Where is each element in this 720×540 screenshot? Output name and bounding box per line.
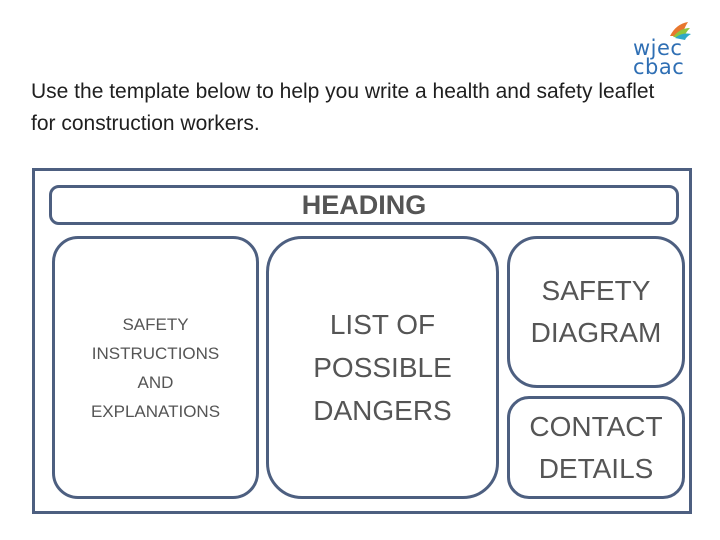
- safety-diagram-label: SAFETY DIAGRAM: [530, 275, 662, 348]
- safety-instructions-label: SAFETY INSTRUCTIONS AND EXPLANATIONS: [90, 314, 221, 421]
- heading-label: HEADING: [301, 189, 427, 220]
- logo-text-wjec: wjec: [633, 36, 683, 60]
- heading-box: HEADING: [49, 185, 679, 225]
- possible-dangers-box: LIST OF POSSIBLE DANGERS: [266, 236, 499, 499]
- logo-text-cbac: cbac: [633, 55, 685, 79]
- instruction-text: Use the template below to help you write…: [31, 80, 655, 135]
- possible-dangers-label: LIST OF POSSIBLE DANGERS: [313, 309, 452, 426]
- book-logo-icon: [670, 22, 691, 40]
- safety-diagram-box: SAFETY DIAGRAM: [507, 236, 685, 388]
- wjec-logo: [630, 16, 692, 78]
- safety-instructions-box: SAFETY INSTRUCTIONS AND EXPLANATIONS: [52, 236, 259, 499]
- contact-details-box: CONTACT DETAILS: [507, 396, 685, 499]
- contact-details-label: CONTACT DETAILS: [529, 410, 663, 484]
- leaflet-template-frame: [32, 168, 692, 514]
